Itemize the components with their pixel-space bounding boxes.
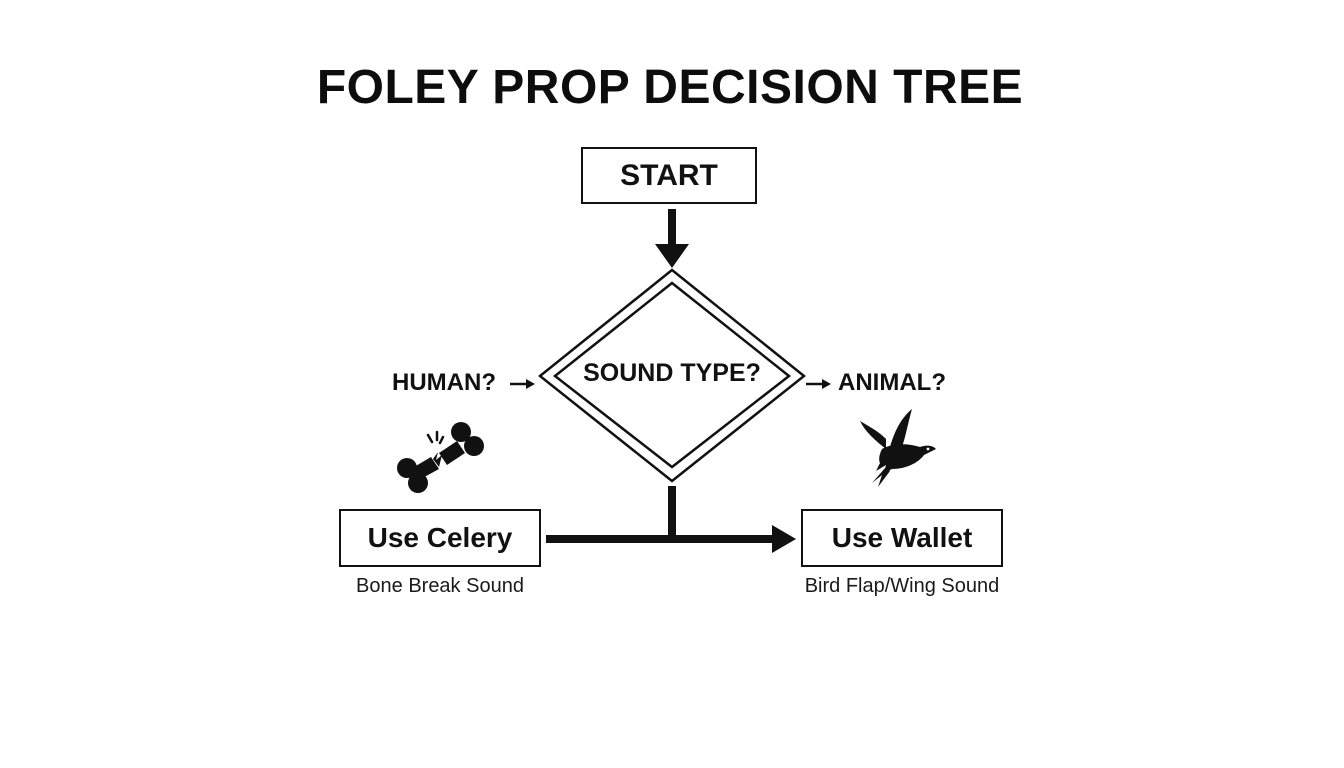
animal-branch-label: ANIMAL?: [838, 369, 946, 396]
human-arrowhead: [526, 379, 535, 389]
start-node: START: [581, 147, 757, 204]
decision-diamond-inner: [552, 281, 792, 469]
start-to-decision-arrowhead: [655, 244, 689, 268]
use-wallet-node: Use Wallet: [801, 509, 1003, 567]
human-branch-label: HUMAN?: [392, 369, 496, 396]
bone-break-caption: Bone Break Sound: [356, 575, 524, 597]
animal-arrowhead: [822, 379, 831, 389]
decision-label: SOUND TYPE?: [583, 359, 761, 387]
decision-diamond-outer: [537, 268, 807, 483]
flying-bird-icon: [860, 409, 936, 487]
use-celery-node: Use Celery: [339, 509, 541, 567]
results-connector-arrowhead: [772, 525, 796, 553]
diagram-title: FOLEY PROP DECISION TREE: [316, 61, 1024, 114]
broken-bone-icon: [397, 422, 484, 493]
bird-flap-caption: Bird Flap/Wing Sound: [804, 575, 1000, 597]
